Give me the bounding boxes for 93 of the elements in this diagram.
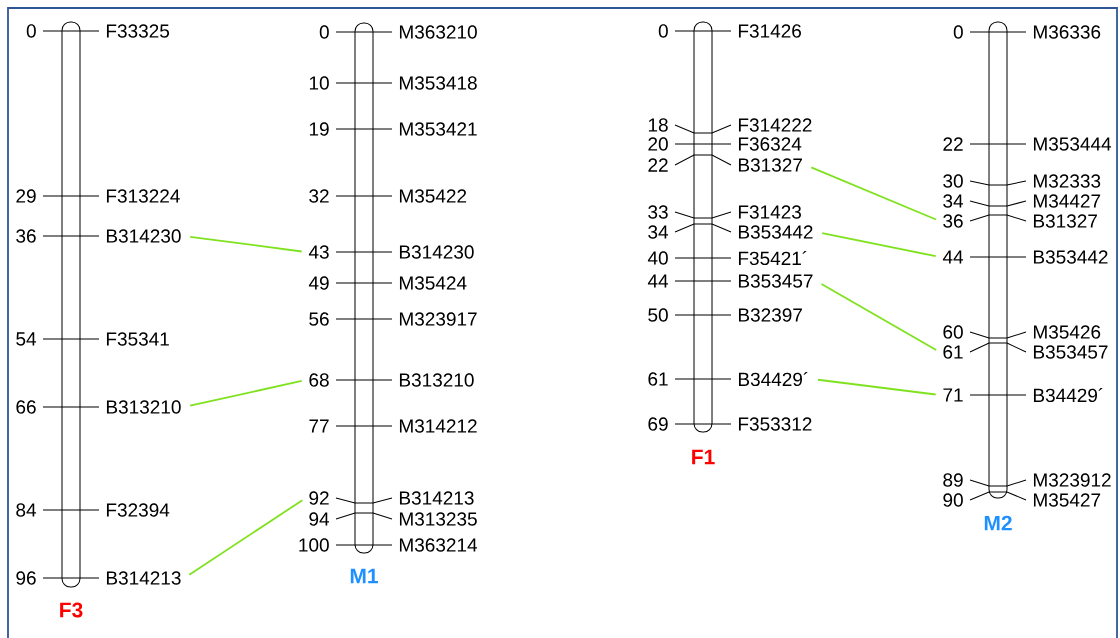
marker-label: F31426 [738,24,801,38]
position-label: 84 [16,503,37,517]
linkage-line [810,166,937,221]
position-label: 90 [943,493,963,507]
marker-label: M353418 [399,76,477,90]
position-label: 0 [319,25,329,39]
position-label: 36 [943,214,963,228]
position-label: 94 [309,512,330,526]
position-label: 69 [648,417,668,431]
marker-label: B353442 [738,225,813,239]
marker-label: M35424 [399,276,467,290]
marker-label: M34427 [1034,194,1101,208]
position-label: 36 [16,229,36,243]
marker-label: F32394 [106,503,170,517]
marker-label: B313210 [106,400,181,414]
marker-label: M35427 [1034,493,1101,507]
marker-label: F353312 [738,417,812,431]
marker-label: B314230 [106,229,181,243]
position-label: 22 [648,158,668,172]
marker-label: B34429´ [1034,387,1103,403]
position-label: 34 [648,225,669,239]
chromosome-label: M2 [984,515,1012,531]
marker-label: B353457 [738,274,813,288]
position-label: 89 [943,473,963,487]
marker-label: F33325 [106,24,170,38]
position-label: 30 [943,174,963,188]
chromosome-label: M1 [350,568,378,584]
position-label: 20 [648,137,668,151]
marker-label: M353421 [399,122,477,136]
marker-label: B314213 [399,491,474,505]
marker-label: M323912 [1034,473,1111,487]
position-label: 34 [943,194,964,208]
marker-label: B314213 [106,571,181,585]
marker-label: B32397 [738,308,802,322]
position-label: 22 [943,137,963,151]
position-label: 10 [309,76,329,90]
position-label: 0 [658,24,668,38]
marker-label: M36336 [1034,25,1101,39]
position-label: 100 [299,538,329,552]
marker-label: B31327 [1034,214,1097,228]
position-label: 96 [16,571,36,585]
chromosome-label: F1 [692,449,715,465]
position-label: 60 [943,325,963,339]
position-label: 56 [309,312,329,326]
position-label: 43 [308,245,329,259]
position-label: 77 [309,419,329,433]
chromosome-label: F3 [60,602,83,618]
marker-label: M353444 [1034,137,1112,151]
position-label: 19 [309,122,329,136]
marker-label: B31327 [738,158,802,172]
marker-label: F313224 [106,189,180,203]
position-label: 49 [308,276,329,290]
position-label: 66 [16,400,36,414]
position-label: 0 [953,25,963,39]
marker-label: M363214 [399,538,478,552]
marker-label: F31423 [738,205,801,219]
linkage-line [820,283,938,351]
linkage-line [189,379,303,407]
marker-label: B314230 [399,245,474,259]
position-label: 44 [647,274,669,288]
linkage-line [188,499,304,576]
position-label: 54 [16,332,37,346]
marker-label: F35341 [106,332,169,346]
marker-label: B313210 [399,373,474,387]
marker-label: M323917 [399,312,477,326]
marker-label: B353442 [1034,250,1108,264]
marker-label: M32333 [1034,174,1101,188]
position-label: 71 [943,388,963,402]
linkage-line [817,378,937,396]
marker-label: F35421´ [738,250,807,266]
marker-label: F314222 [738,118,812,132]
position-label: 40 [647,251,668,265]
marker-label: M35422 [399,189,467,203]
position-label: 29 [16,189,36,203]
position-label: 32 [309,189,329,203]
marker-label: M35426 [1034,325,1101,339]
position-label: 44 [942,250,964,264]
position-label: 61 [943,345,963,359]
marker-label: M313235 [399,512,477,526]
position-label: 33 [648,205,668,219]
linkage-line [189,235,303,253]
marker-label: B34429´ [738,371,808,387]
position-label: 50 [648,308,668,322]
marker-label: B353457 [1034,345,1108,359]
marker-label: M314212 [399,419,477,433]
marker-label: M363210 [399,25,477,39]
linkage-line [821,232,937,258]
position-label: 61 [648,372,668,386]
position-label: 18 [648,118,668,132]
marker-label: F36324 [738,137,802,151]
position-label: 0 [26,24,36,38]
position-label: 92 [309,491,329,505]
position-label: 68 [309,373,329,387]
